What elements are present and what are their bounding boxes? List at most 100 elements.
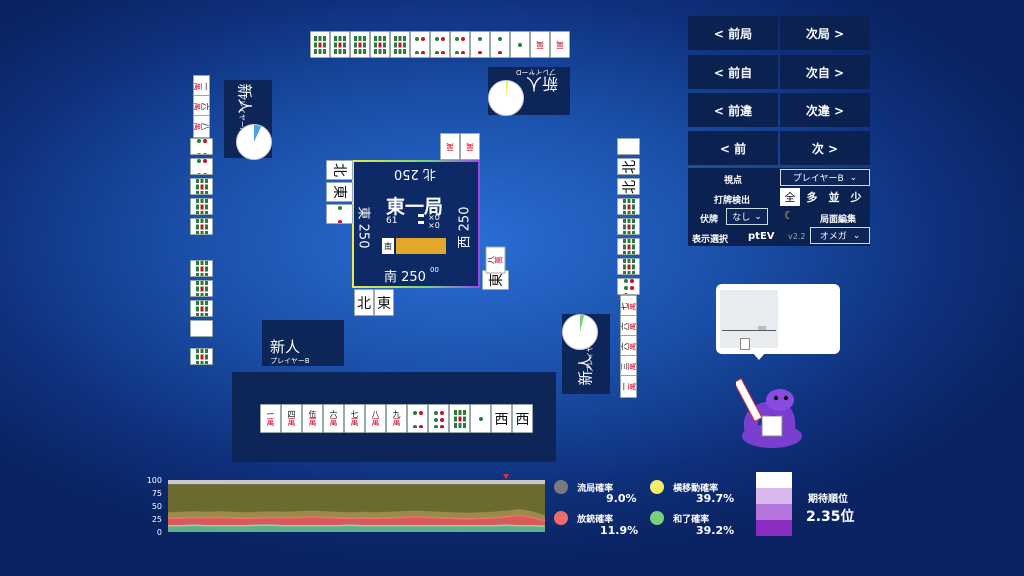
display-value[interactable]: ptEV <box>748 231 775 242</box>
sou-stick <box>195 199 199 203</box>
hand-tile[interactable] <box>449 404 470 433</box>
sou-stick <box>204 190 208 194</box>
sou-pattern <box>453 409 466 428</box>
hand-tile[interactable]: 六萬 <box>323 404 344 433</box>
south-score: 南 250 <box>384 270 426 285</box>
sou-stick <box>195 306 199 311</box>
speech-bubble <box>716 284 840 354</box>
sou-pattern <box>195 179 208 194</box>
prev-self-button[interactable]: < 前自 <box>688 55 778 89</box>
sou-stick <box>631 219 635 223</box>
pin-dot <box>412 410 417 415</box>
pin-dot <box>455 36 459 41</box>
discard-tile <box>490 31 510 58</box>
player-sub: プレイヤーD <box>516 68 557 76</box>
sou-stick <box>354 35 357 41</box>
hide-value: なし <box>732 213 751 223</box>
hand-tile[interactable] <box>407 404 428 433</box>
hand-tile[interactable]: 伍萬 <box>302 404 323 433</box>
sou-stick <box>622 199 626 203</box>
edit-button[interactable]: 局面編集 <box>820 215 857 225</box>
win-pie-right <box>562 314 598 350</box>
display-label: 表示選択 <box>692 235 729 245</box>
tile-suit: 萬 <box>627 362 637 371</box>
pin-dot <box>518 42 522 47</box>
hand-tile[interactable] <box>470 404 491 433</box>
pin-pattern <box>455 36 465 54</box>
pin-dot <box>202 152 207 154</box>
moon-icon[interactable]: ☾ <box>784 209 794 222</box>
hide-label: 伏牌 <box>700 215 719 225</box>
snake-mascot <box>736 378 802 448</box>
hand-tile[interactable]: 西 <box>512 404 533 433</box>
hand-tile[interactable]: 西 <box>491 404 512 433</box>
prev-miss-button[interactable]: < 前違 <box>688 93 778 127</box>
hora-value: 39.2% <box>696 524 735 537</box>
rank-step-4 <box>756 520 792 536</box>
hand-tile[interactable]: 七萬 <box>344 404 365 433</box>
next-miss-button[interactable]: 次違 > <box>780 93 870 127</box>
win-pie-left <box>236 124 272 160</box>
discard-tile: 東 <box>374 289 394 316</box>
tile-suit: 萬 <box>627 382 637 391</box>
pin-dot <box>196 172 201 174</box>
pin-dot <box>461 36 465 41</box>
hand-tile[interactable]: 四萬 <box>281 404 302 433</box>
hand-tile[interactable]: 九萬 <box>386 404 407 433</box>
detect-option-normal[interactable]: 並 <box>828 191 840 204</box>
sou-stick <box>622 224 626 229</box>
east-score: 東 250 <box>355 206 371 249</box>
sou-stick <box>363 48 366 54</box>
sou-stick <box>204 219 208 223</box>
mode-select[interactable]: オメガ⌄ <box>810 227 870 244</box>
sou-stick <box>204 354 208 359</box>
pin-dot <box>433 410 438 415</box>
next-button[interactable]: 次 > <box>780 131 870 165</box>
tile-suit: 萬 <box>193 82 203 91</box>
hand-tile[interactable]: 一萬 <box>260 404 281 433</box>
hide-select[interactable]: なし⌄ <box>726 208 768 225</box>
sou-stick <box>374 35 377 41</box>
sou-stick <box>627 244 630 249</box>
sou-pattern <box>195 281 208 296</box>
sou-stick <box>627 224 630 229</box>
sou-stick <box>383 48 386 54</box>
sou-stick <box>358 35 362 41</box>
pin-dot <box>435 36 439 41</box>
stat-ryukyoku: 流局確率 <box>554 476 613 495</box>
tile-suit: 萬 <box>627 342 637 351</box>
sou-stick <box>458 422 461 428</box>
prev-round-button[interactable]: < 前局 <box>688 16 778 50</box>
sou-stick <box>631 259 635 263</box>
sou-pattern <box>622 219 635 234</box>
sou-stick <box>200 219 203 223</box>
pin-dot <box>196 139 201 143</box>
hand-tile[interactable] <box>428 404 449 433</box>
pin-dot <box>441 36 445 41</box>
north-score: 北 250 <box>394 166 436 181</box>
detect-option-many[interactable]: 多 <box>806 191 818 204</box>
detect-option-few[interactable]: 少 <box>850 191 862 204</box>
pin-dot <box>478 50 482 54</box>
tile-suit: 萬 <box>266 417 275 427</box>
yokoido-value: 39.7% <box>696 492 735 505</box>
pin-dot <box>433 417 438 422</box>
pin-dot <box>623 279 628 283</box>
detect-option-all[interactable]: 全 <box>780 188 800 206</box>
hand-tile[interactable]: 八萬 <box>365 404 386 433</box>
sou-stick <box>323 48 326 54</box>
next-round-button[interactable]: 次局 > <box>780 16 870 50</box>
sou-stick <box>627 204 630 209</box>
sou-stick <box>363 35 366 41</box>
sou-stick <box>363 42 366 47</box>
viewpoint-select[interactable]: プレイヤーB⌄ <box>780 169 870 186</box>
sou-stick <box>334 35 337 41</box>
rank-step-1 <box>756 472 792 488</box>
tile-suit: 萬 <box>287 417 296 427</box>
sou-pattern <box>622 239 635 254</box>
sou-stick <box>204 199 208 203</box>
sou-stick <box>195 281 199 285</box>
sou-stick <box>195 266 199 271</box>
next-self-button[interactable]: 次自 > <box>780 55 870 89</box>
prev-button[interactable]: < 前 <box>688 131 778 165</box>
